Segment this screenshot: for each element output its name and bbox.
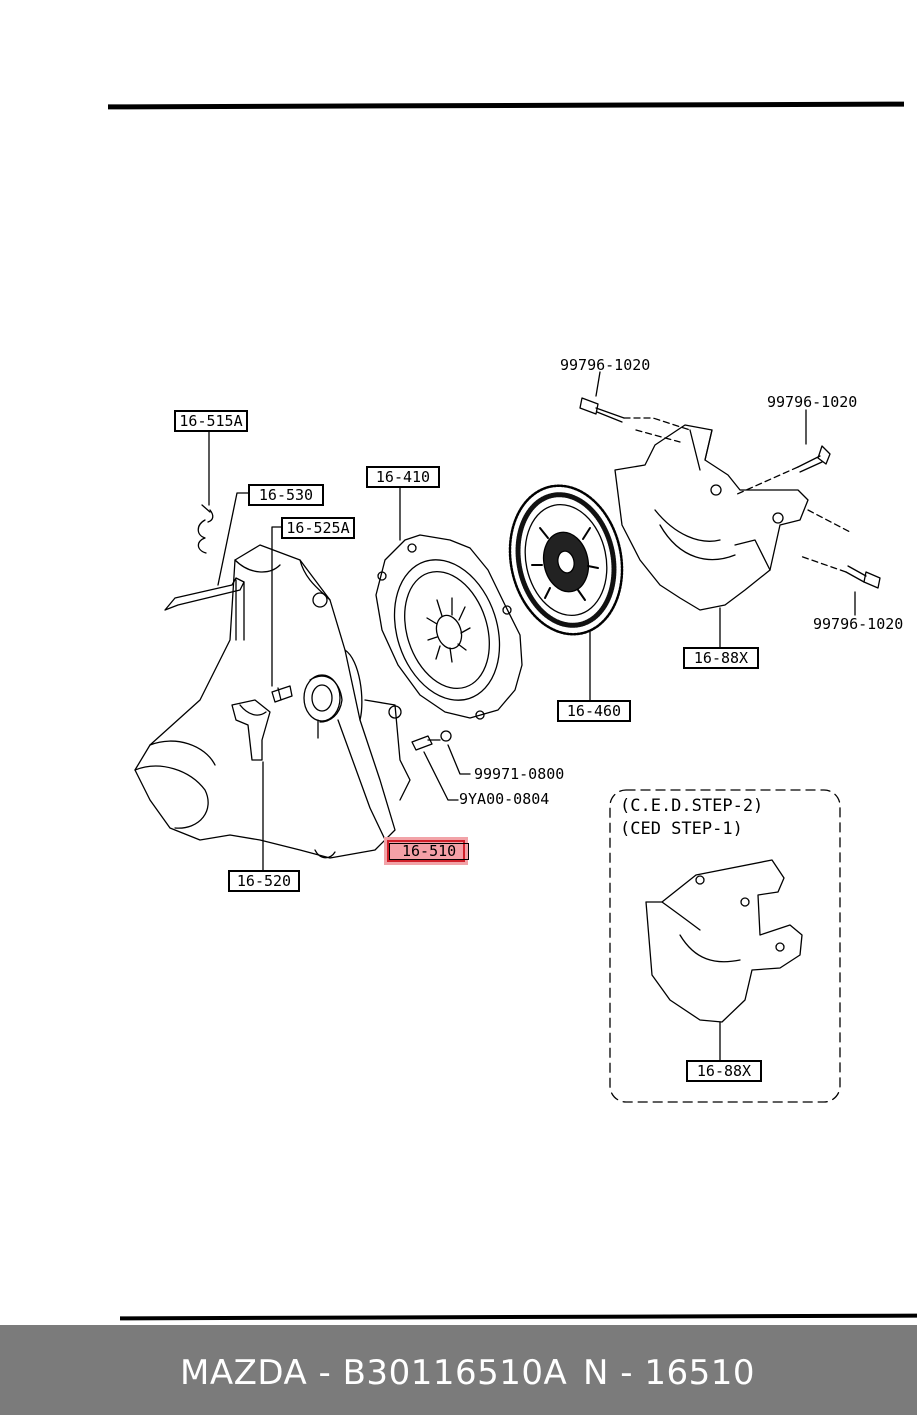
footer-bar: MAZDA - B30116510A N - 16510 [0, 1325, 917, 1415]
clutch-disc [508, 484, 624, 636]
bolt-guides [623, 417, 851, 573]
pivot-bolt [271, 685, 293, 703]
release-fork [231, 699, 271, 761]
clutch-dust-cover [614, 424, 809, 611]
bolt-label-right-lower: 99796-1020 [813, 615, 904, 633]
part-label-16-88X-variant[interactable]: 16-88X [686, 1060, 762, 1082]
bolt-label-99971: 99971-0800 [474, 765, 565, 783]
leader-lines [208, 371, 856, 1061]
bolt-label-top: 99796-1020 [560, 356, 651, 374]
bolt-label-right-upper: 99796-1020 [767, 393, 858, 411]
part-label-16-410[interactable]: 16-410 [366, 466, 440, 488]
transmission-housing [134, 544, 411, 859]
spring-clip [197, 504, 214, 554]
footer-code: N - 16510 [583, 1353, 755, 1393]
part-label-16-88X-main[interactable]: 16-88X [683, 647, 759, 669]
variant-caption-line1: (C.E.D.STEP-2) [620, 796, 764, 816]
part-label-16-510-highlighted[interactable]: 16-510 [387, 840, 470, 862]
release-rod [164, 577, 245, 641]
part-label-16-530[interactable]: 16-530 [248, 484, 324, 506]
part-label-16-460[interactable]: 16-460 [557, 700, 631, 722]
part-label-16-510-text: 16-510 [389, 843, 470, 860]
bolt-label-9ya00: 9YA00-0804 [459, 790, 550, 808]
part-label-16-515A[interactable]: 16-515A [174, 410, 248, 432]
variant-dust-cover [645, 859, 803, 1023]
pressure-plate [375, 534, 523, 720]
part-label-16-525A[interactable]: 16-525A [281, 517, 355, 539]
bolt-icons [411, 397, 881, 751]
variant-frame [609, 789, 841, 1103]
release-bearing [303, 674, 343, 739]
variant-caption: (C.E.D.STEP-2) (CED STEP-1) [620, 795, 763, 841]
part-label-16-520[interactable]: 16-520 [228, 870, 300, 892]
variant-caption-line2: (CED STEP-1) [620, 819, 743, 839]
footer-part-number: MAZDA - B30116510A [180, 1353, 568, 1393]
